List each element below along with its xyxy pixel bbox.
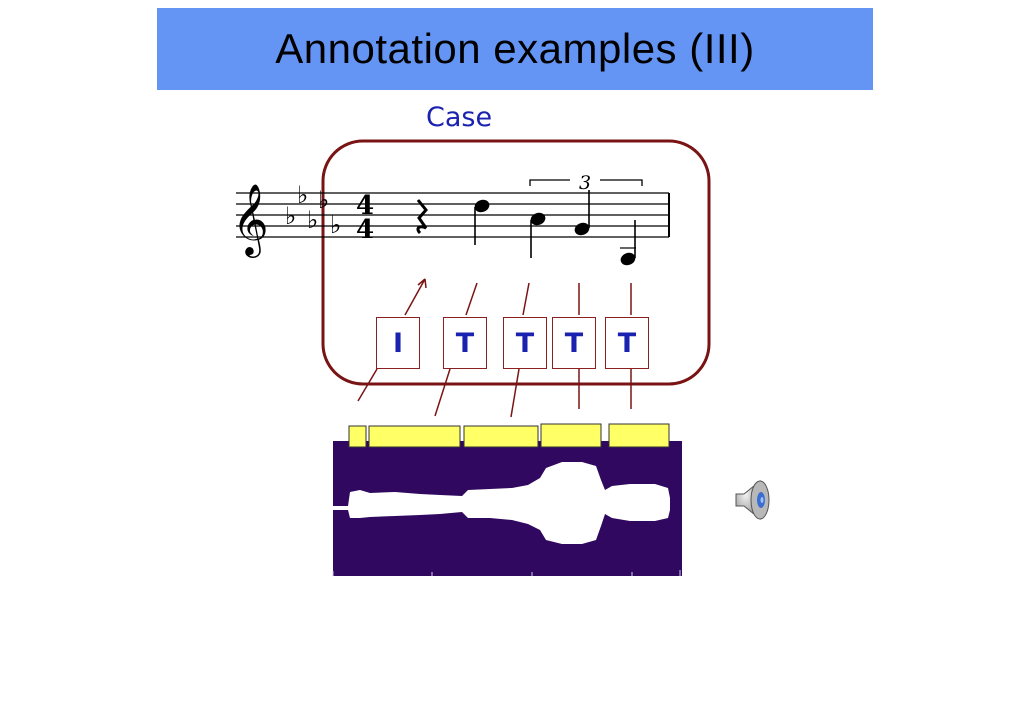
segment-bar xyxy=(608,423,670,448)
segment-bars xyxy=(348,423,670,448)
svg-text:♭: ♭ xyxy=(297,181,308,209)
segment-bar xyxy=(348,425,367,448)
arrowhead xyxy=(417,278,427,289)
notes xyxy=(474,190,636,266)
svg-text:♭: ♭ xyxy=(285,202,296,230)
waveform-shape xyxy=(333,462,670,544)
segment-bar xyxy=(463,425,539,448)
connector-lines-top xyxy=(404,278,632,316)
segment-bar xyxy=(540,423,602,448)
quarter-rest-icon xyxy=(416,199,428,235)
annotation-box: T xyxy=(443,317,487,369)
tuplet-label: 3 xyxy=(579,172,591,194)
annotation-box: T xyxy=(605,317,649,369)
speaker-icon[interactable] xyxy=(730,476,778,524)
svg-text:♭: ♭ xyxy=(307,206,318,234)
treble-clef-icon: 𝄞 xyxy=(232,182,269,258)
slide-title: Annotation examples (III) xyxy=(275,25,755,72)
svg-text:♭: ♭ xyxy=(330,211,341,239)
connector-lines-bottom xyxy=(357,368,632,418)
time-signature-top: 4 xyxy=(356,191,374,221)
annotation-box: T xyxy=(503,317,547,369)
time-signature-bottom: 4 xyxy=(356,215,374,245)
music-staff xyxy=(236,192,670,238)
waveform-ticks xyxy=(332,570,681,576)
annotation-box: I xyxy=(376,317,420,369)
triplet-bracket xyxy=(529,179,643,186)
svg-text:♭: ♭ xyxy=(318,186,329,214)
key-signature-flats: ♭ ♭ ♭ ♭ ♭ xyxy=(285,181,341,239)
segment-bar xyxy=(368,425,461,448)
title-bar: Annotation examples (III) xyxy=(157,8,873,90)
case-label: Case xyxy=(426,102,493,133)
annotation-box: T xyxy=(552,317,596,369)
